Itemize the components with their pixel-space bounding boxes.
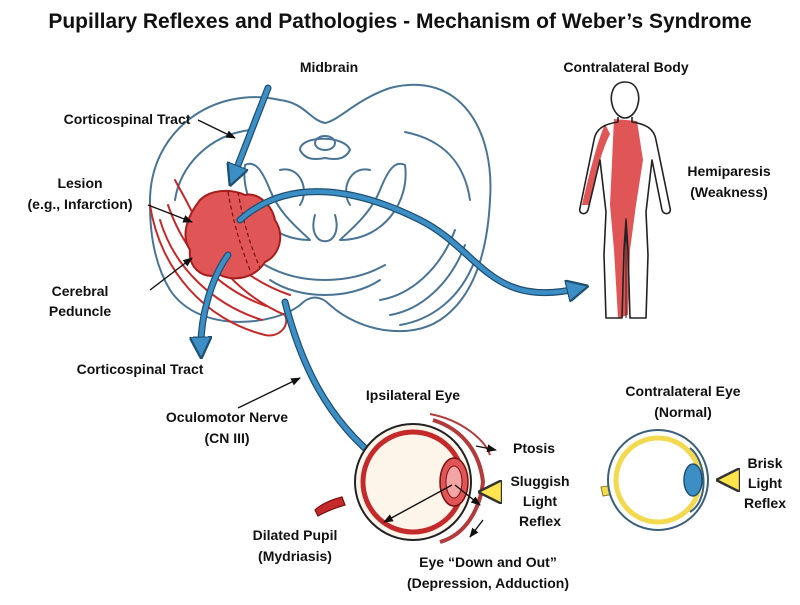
dilated-pupil-label: Dilated Pupil [253,527,338,543]
sluggish-reflex-label-2: Light [523,493,558,509]
ptosis-label: Ptosis [513,440,555,456]
lesion-sublabel: (e.g., Infarction) [28,196,133,212]
lesion-tract-dash [227,191,251,271]
ipsilateral-eye-label: Ipsilateral Eye [366,387,460,403]
sluggish-reflex-label: Sluggish [510,473,569,489]
oculomotor-nerve-label: Oculomotor Nerve [166,409,288,425]
eye-leader-lines [383,444,497,538]
lesion [184,189,282,280]
tract-arrows [201,84,580,482]
contralateral-body-figure [578,81,672,319]
midbrain-label: Midbrain [300,59,358,75]
oculomotor-nerve-sublabel: (CN III) [204,430,249,446]
contralateral-eye [600,429,709,531]
hemiparesis-label: Hemiparesis [687,163,770,179]
brisk-reflex-label-3: Reflex [744,495,786,511]
contralateral-eye-sublabel: (Normal) [654,404,712,420]
lesion-label: Lesion [57,175,102,191]
diagram-title: Pupillary Reflexes and Pathologies - Mec… [48,10,751,33]
dilated-pupil-sublabel: (Mydriasis) [258,548,332,564]
leader-lines [147,119,301,409]
corticospinal-tract-top-label: Corticospinal Tract [64,111,191,127]
brisk-reflex-label-2: Light [748,475,783,491]
lesion-tract-dash-2 [237,191,261,269]
ipsilateral-eye [314,413,491,544]
down-and-out-sublabel: (Depression, Adduction) [407,575,569,591]
cerebral-peduncle-label-2: Peduncle [49,303,111,319]
contralateral-eye-label: Contralateral Eye [625,383,740,399]
cerebral-peduncle-label: Cerebral [52,283,109,299]
contralateral-body-label: Contralateral Body [563,59,688,75]
hemiparesis-sublabel: (Weakness) [690,184,768,200]
down-and-out-label: Eye “Down and Out” [419,554,557,570]
sluggish-reflex-label-3: Reflex [519,513,561,529]
brisk-reflex-label: Brisk [747,455,782,471]
corticospinal-tract-bottom-label: Corticospinal Tract [77,361,204,377]
